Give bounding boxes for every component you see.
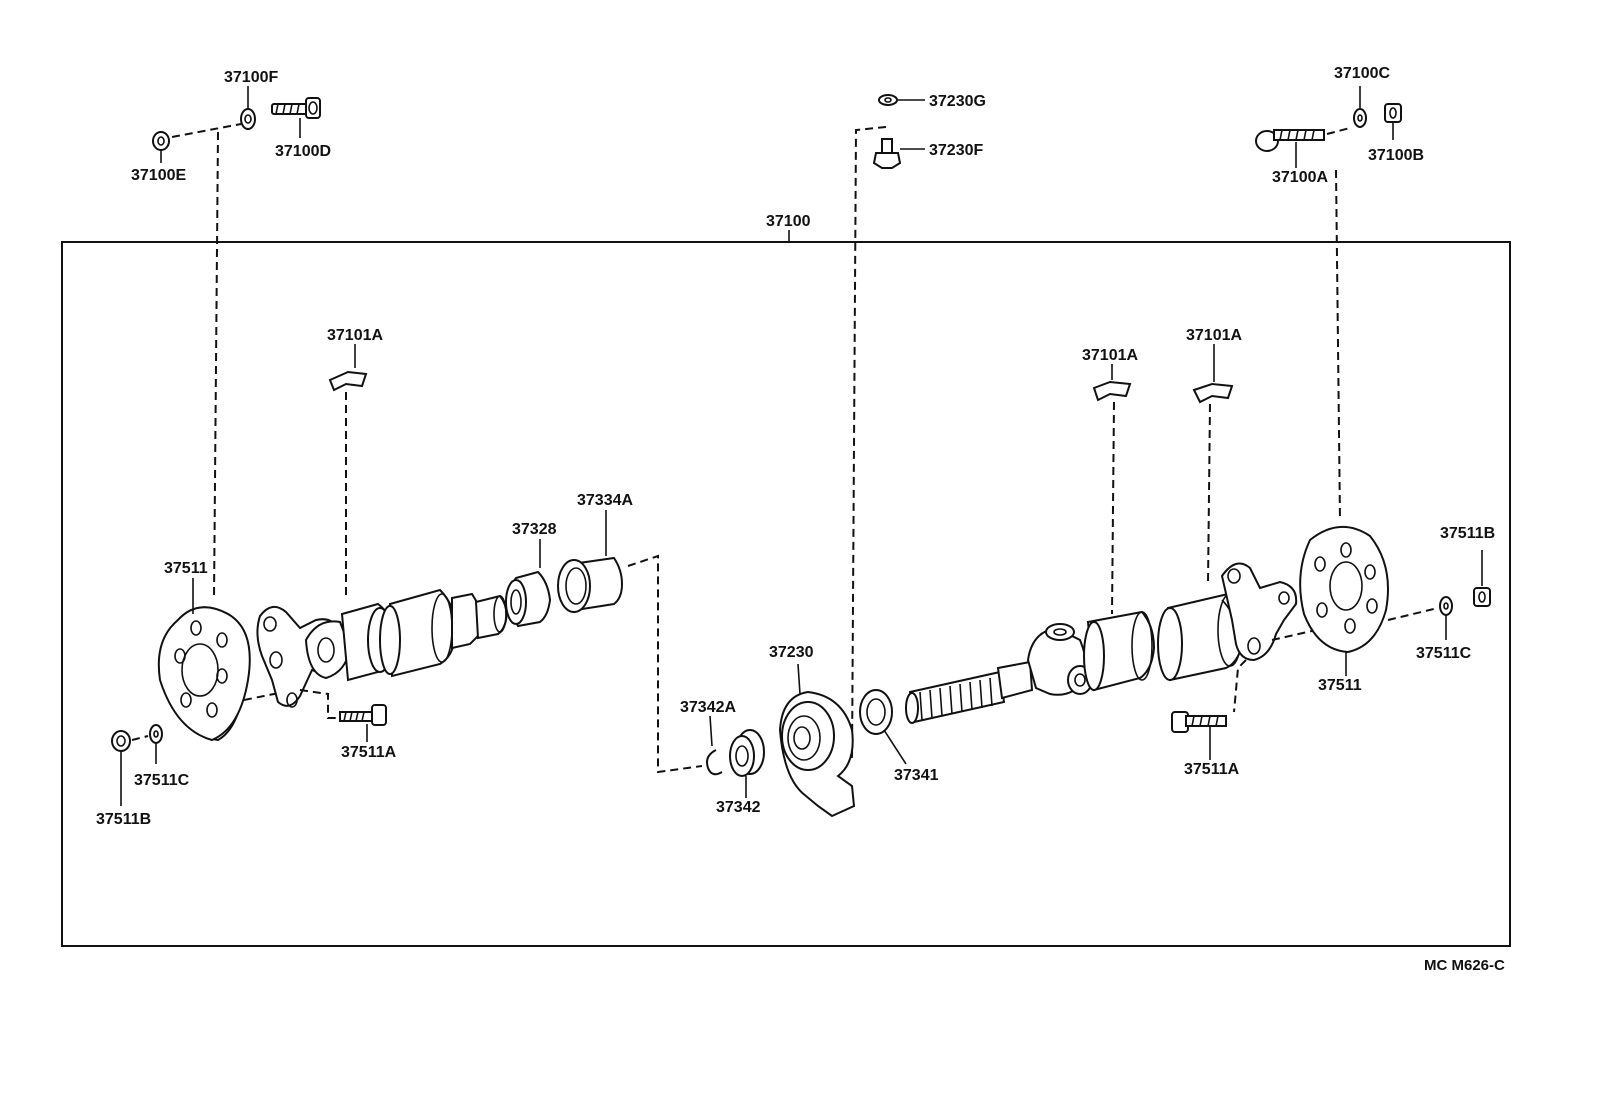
nut-37511B-right	[1473, 587, 1491, 607]
label-37341: 37341	[894, 767, 939, 784]
bolt-37230F	[872, 138, 902, 169]
label-37342: 37342	[716, 799, 761, 816]
flex-coupling-37511-left	[157, 606, 251, 742]
shaft-tube-front-mid	[379, 588, 458, 678]
label-37100D: 37100D	[275, 143, 331, 160]
balance-clip-37101A-mid	[1092, 380, 1132, 402]
dash-nut-to-washer-left	[131, 735, 149, 741]
dash-bolt-to-flex-coupling-left	[213, 131, 219, 599]
label-37100B: 37100B	[1368, 147, 1424, 164]
balance-clip-37101A-left	[328, 370, 368, 392]
label-37101A-left: 37101A	[327, 327, 383, 344]
washer-37230G	[878, 94, 898, 106]
dash-clip-mid-to-shaft	[1111, 401, 1115, 615]
label-37511C-right: 37511C	[1416, 645, 1472, 662]
label-37511C-left: 37511C	[134, 772, 190, 789]
dash-clip-right-to-shaft	[1207, 403, 1211, 585]
label-37230: 37230	[769, 644, 814, 661]
shaft-tube-rear-left	[1083, 610, 1156, 692]
bearing-37342	[729, 729, 765, 777]
leader-37341	[883, 729, 907, 765]
balance-clip-37101A-right	[1192, 382, 1234, 404]
shaft-stub-left	[451, 592, 508, 650]
dash-flange-to-bolt-right	[1233, 659, 1247, 713]
label-37511A-right: 37511A	[1184, 761, 1240, 778]
snap-ring-37342A	[706, 749, 723, 776]
flex-coupling-37511-right	[1299, 525, 1389, 654]
label-37100C: 37100C	[1334, 65, 1390, 82]
label-37511B-right: 37511B	[1440, 525, 1495, 542]
nut-37100B	[1384, 103, 1402, 123]
nut-37100E	[152, 131, 170, 151]
flange-yoke-right	[1220, 562, 1298, 662]
bushing-37328	[505, 570, 552, 628]
dash-coupling-to-washer-right	[1387, 607, 1439, 621]
label-37100: 37100	[766, 213, 811, 230]
nut-37511B-left	[111, 730, 131, 752]
label-37511A-left: 37511A	[341, 744, 397, 761]
assembly-boundary-box	[61, 241, 1511, 947]
label-37230G: 37230G	[929, 93, 986, 110]
dash-37230F-to-support	[851, 126, 887, 761]
drawing-code: MC M626-C	[1424, 957, 1505, 974]
label-37101A-mid: 37101A	[1082, 347, 1138, 364]
washer-37100F	[240, 108, 256, 130]
label-37511-left: 37511	[164, 560, 208, 577]
seal-37341	[859, 689, 893, 735]
universal-joint-right	[1026, 623, 1093, 696]
label-37328: 37328	[512, 521, 557, 538]
dash-sleeve-to-snapring	[627, 554, 703, 774]
universal-joint-left	[304, 620, 352, 680]
sleeve-37334A	[557, 556, 624, 613]
dash-coupling-to-flange-left	[243, 687, 305, 701]
dash-bolt-to-flex-coupling-right	[1335, 169, 1341, 521]
label-37100E: 37100E	[131, 167, 186, 184]
bolt-37511A-left	[339, 704, 387, 726]
label-37230F: 37230F	[929, 142, 983, 159]
label-37342A: 37342A	[680, 699, 736, 716]
label-37101A-right: 37101A	[1186, 327, 1242, 344]
label-37511B-left: 37511B	[96, 811, 151, 828]
dash-37100E-to-37100F	[171, 123, 242, 138]
bolt-37511A-right	[1171, 711, 1227, 733]
washer-37511C-left	[149, 724, 163, 744]
dash-37100A-to-37100C	[1326, 127, 1351, 135]
leader-37230	[797, 663, 801, 695]
label-37511-right: 37511	[1318, 677, 1362, 694]
label-37100F: 37100F	[224, 69, 278, 86]
label-37334A: 37334A	[577, 492, 633, 509]
bolt-37100A	[1255, 129, 1325, 152]
leader-37342A	[709, 715, 713, 747]
washer-37511C-right	[1439, 596, 1453, 616]
dash-flange-to-bolt-left	[299, 689, 340, 719]
washer-37100C	[1353, 108, 1367, 128]
splined-shaft-right	[905, 660, 1034, 724]
center-support-37230	[778, 690, 856, 818]
label-37100A: 37100A	[1272, 169, 1328, 186]
bolt-37100D	[271, 97, 321, 119]
